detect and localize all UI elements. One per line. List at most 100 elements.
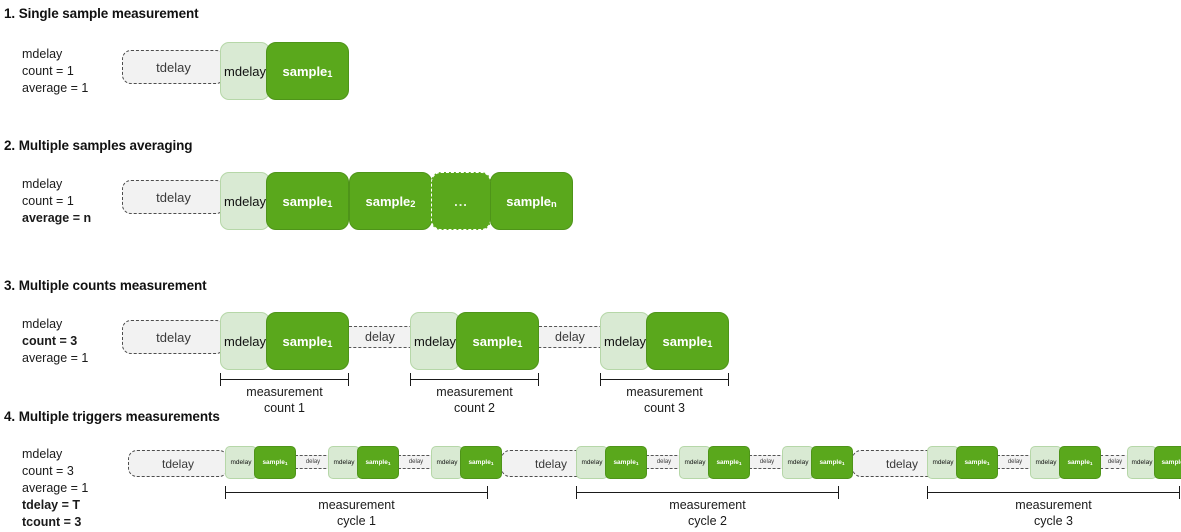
sample-label: sample: [506, 193, 552, 209]
caption-line-1: measurement: [626, 385, 703, 399]
section-3-params: mdelay count = 3 average = 1: [22, 316, 88, 367]
sample-label: sample: [613, 459, 636, 466]
block-delay-3-2: delay: [1100, 455, 1130, 469]
sample-label: sample: [819, 459, 842, 466]
sample-index: 1: [387, 462, 391, 467]
caption-line-2: count 1: [263, 401, 305, 415]
param-average: average = 1: [22, 351, 89, 365]
param-count: count = 1: [22, 194, 74, 208]
param-count: count = 3: [22, 334, 78, 348]
param-average: average = 1: [22, 81, 89, 95]
sample-index: 1: [490, 462, 494, 467]
block-mdelay-2-2: mdelay: [679, 446, 711, 479]
block-tdelay-1: tdelay: [128, 450, 228, 477]
bracket-bar: [576, 492, 839, 493]
sample-label: sample: [282, 63, 328, 79]
sample-label: sample: [365, 193, 411, 209]
sample-label: sample: [472, 333, 518, 349]
sample-label: sample: [662, 333, 708, 349]
sample-index: 1: [517, 339, 523, 349]
sample-label: sample: [716, 459, 739, 466]
param-tcount: tcount = 3: [22, 515, 82, 529]
bracket-caption: measurement count 3: [600, 384, 729, 416]
sample-index: 1: [841, 462, 845, 467]
block-mdelay-1-3: mdelay: [431, 446, 463, 479]
block-delay-1-1: delay: [295, 455, 331, 469]
sample-label: sample: [282, 333, 328, 349]
sample-index: n: [551, 199, 557, 209]
sample-label: sample: [1067, 459, 1090, 466]
section-3-title: 3. Multiple counts measurement: [4, 278, 207, 293]
section-1-title: 1. Single sample measurement: [4, 6, 199, 21]
block-tdelay: tdelay: [122, 320, 225, 354]
block-delay-2: delay: [537, 326, 603, 348]
param-average: average = 1: [22, 481, 89, 495]
bracket-bar: [600, 379, 729, 380]
bracket-bar: [220, 379, 349, 380]
param-count: count = 3: [22, 464, 74, 478]
sample-index: 1: [327, 69, 333, 79]
section-4-title: 4. Multiple triggers measurements: [4, 409, 220, 424]
block-mdelay-1-1: mdelay: [225, 446, 257, 479]
caption-line-1: measurement: [669, 498, 746, 512]
block-mdelay: mdelay: [220, 172, 270, 230]
section-2-title: 2. Multiple samples averaging: [4, 138, 193, 153]
caption-line-1: measurement: [1015, 498, 1092, 512]
bracket-bar: [410, 379, 539, 380]
param-tdelay: tdelay = T: [22, 498, 81, 512]
sample-index: 1: [1089, 462, 1093, 467]
sample-index: 1: [327, 339, 333, 349]
section-4-params: mdelay count = 3 average = 1 tdelay = T …: [22, 446, 88, 531]
block-sample-ellipsis: ...: [431, 172, 491, 230]
sample-index: 1: [327, 199, 333, 209]
sample-label: sample: [468, 459, 491, 466]
sample-index: 1: [986, 462, 990, 467]
section-2-params: mdelay count = 1 average = n: [22, 176, 91, 227]
bracket-caption: measurement cycle 1: [225, 497, 488, 529]
block-mdelay-1: mdelay: [220, 312, 270, 370]
param-mdelay: mdelay: [22, 47, 63, 61]
bracket-bar: [927, 492, 1180, 493]
sample-index: 2: [410, 199, 416, 209]
block-mdelay: mdelay: [220, 42, 270, 100]
block-tdelay: tdelay: [122, 180, 225, 214]
param-mdelay: mdelay: [22, 177, 63, 191]
sample-index: 1: [635, 462, 639, 467]
caption-line-1: measurement: [436, 385, 513, 399]
param-mdelay: mdelay: [22, 447, 63, 461]
block-mdelay-1-2: mdelay: [328, 446, 360, 479]
block-delay-2-1: delay: [646, 455, 682, 469]
caption-line-2: cycle 3: [1034, 514, 1073, 528]
block-mdelay-3: mdelay: [600, 312, 650, 370]
block-delay-1-2: delay: [398, 455, 434, 469]
bracket-bar: [225, 492, 488, 493]
sample-index: 1: [284, 462, 288, 467]
bracket-caption: measurement count 2: [410, 384, 539, 416]
sample-index: 1: [707, 339, 713, 349]
caption-line-2: count 3: [643, 401, 685, 415]
bracket-caption: measurement cycle 2: [576, 497, 839, 529]
sample-label: sample: [282, 193, 328, 209]
block-mdelay-2: mdelay: [410, 312, 460, 370]
caption-line-2: count 2: [453, 401, 495, 415]
sample-label: sample: [365, 459, 388, 466]
param-count: count = 1: [22, 64, 74, 78]
sample-index: 1: [738, 462, 742, 467]
block-mdelay-2-1: mdelay: [576, 446, 608, 479]
param-average: average = n: [22, 211, 92, 225]
bracket-caption: measurement cycle 3: [927, 497, 1180, 529]
section-1-params: mdelay count = 1 average = 1: [22, 46, 88, 97]
